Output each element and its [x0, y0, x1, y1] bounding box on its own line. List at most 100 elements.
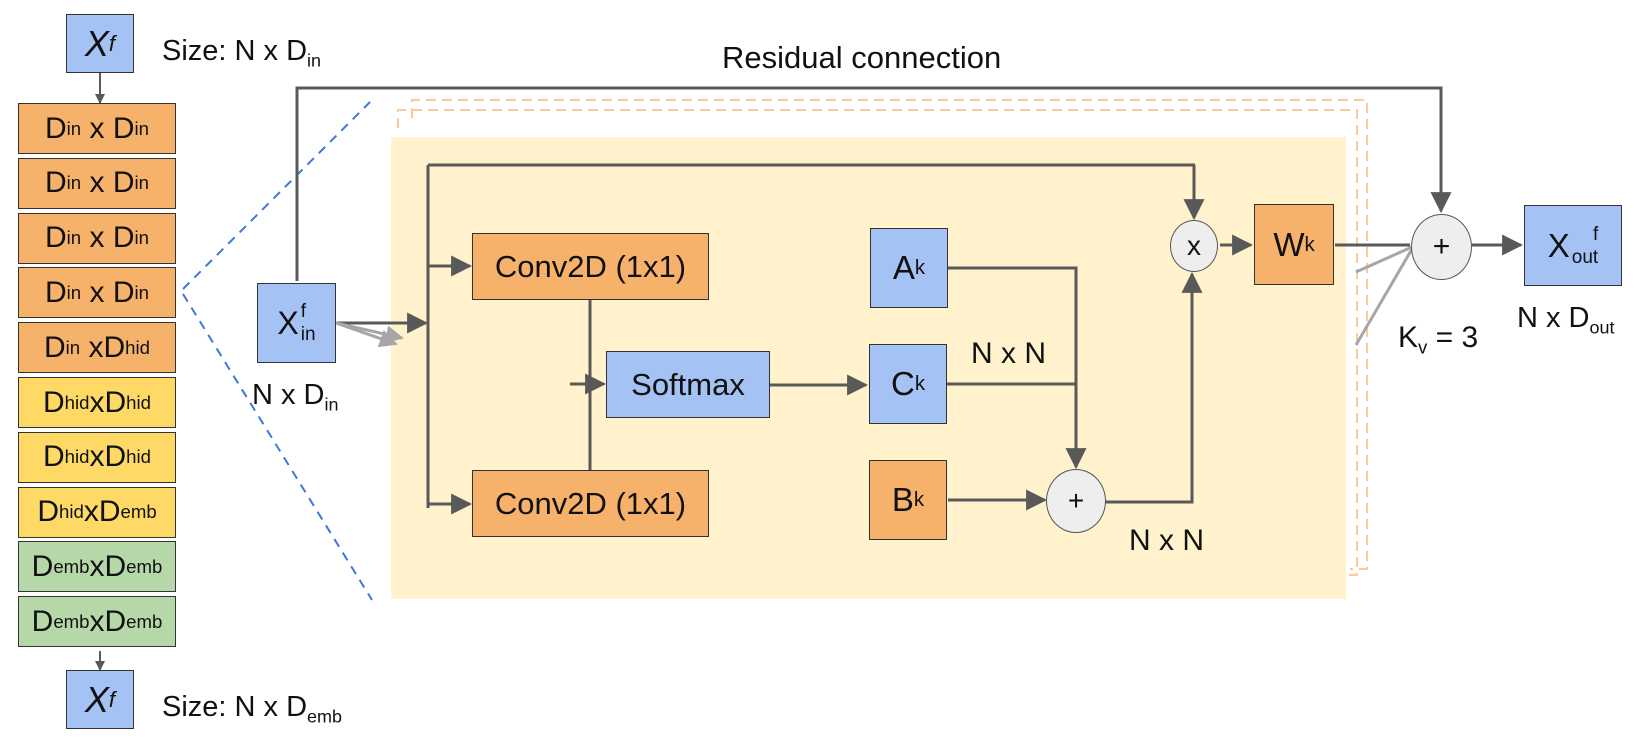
plus-to-multiply-arrow: [1105, 271, 1203, 504]
layer-b-sub: in: [134, 227, 149, 249]
layer-b-sub: in: [134, 172, 149, 194]
stack-input-symbol: X: [84, 22, 109, 64]
conv2d-top-label: Conv2D (1x1): [494, 248, 687, 284]
residual-label: Residual connection: [722, 40, 1002, 75]
layer-a: D: [31, 604, 54, 638]
c-k-sub: k: [914, 372, 926, 395]
layer-b-sub: hid: [125, 336, 150, 358]
b-k-symbol: B: [891, 481, 914, 518]
layer-op: x: [81, 111, 113, 145]
layer-b-sub: hid: [126, 446, 151, 468]
layer-a-sub: emb: [53, 555, 90, 577]
x-out-sup: f: [1592, 223, 1599, 245]
layer-b: D: [98, 495, 121, 529]
layer-b: D: [104, 385, 127, 419]
layer-op: x: [89, 385, 105, 419]
kv-rest: = 3: [1427, 321, 1479, 354]
layer-b-sub: in: [134, 117, 149, 139]
inner-add-node: +: [1046, 469, 1106, 533]
inner-add-symbol: +: [1067, 485, 1085, 516]
stack-output-size-prefix: Size: N x D: [162, 691, 308, 723]
zoom-line-bottom: [182, 293, 373, 601]
layer-op: x: [89, 604, 105, 638]
stack-output-size: Size: N x Demb: [162, 691, 342, 727]
layer-a: D: [45, 275, 67, 309]
zoom-line-top: [182, 101, 371, 290]
x-out-sub: out: [1571, 246, 1599, 268]
x-out-symbol: X: [1547, 226, 1570, 264]
parallel-branch-out-2: [1354, 248, 1414, 346]
kv-label: Kv = 3: [1398, 323, 1478, 357]
layer-a-sub: in: [66, 281, 82, 303]
w-k-symbol: W: [1273, 225, 1305, 263]
x-out-size-prefix: N x D: [1517, 302, 1590, 334]
layer-op: x: [81, 221, 113, 255]
nxn-top-label: N x N: [971, 337, 1046, 370]
layer-a: D: [43, 440, 65, 474]
x-out-node: X f out: [1524, 205, 1622, 286]
stack-output-sup: f: [108, 686, 116, 712]
layer-a-sub: emb: [53, 610, 90, 632]
stack-input-sup: f: [108, 30, 116, 56]
x-in-sup: f: [300, 301, 307, 322]
layer-a-sub: hid: [59, 501, 84, 523]
parallel-branch-out-1: [1355, 245, 1413, 274]
x-in-node: X f in: [257, 283, 336, 363]
layer-b: D: [112, 166, 135, 200]
layer-a-sub: in: [66, 227, 82, 249]
stack-output-symbol: X: [84, 678, 109, 720]
layer-op: x: [89, 549, 105, 583]
softmax-label: Softmax: [631, 366, 745, 402]
nxn-bottom-label: N x N: [1129, 524, 1204, 557]
x-in-sub: in: [300, 324, 316, 345]
layer-a-sub: in: [65, 336, 81, 358]
layer-b: D: [104, 440, 127, 474]
layer-b: D: [112, 221, 135, 255]
x-in-size-prefix: N x D: [252, 379, 325, 411]
layer-b-sub: emb: [126, 610, 163, 632]
layer-a: D: [37, 495, 59, 529]
x-in-size: N x Din: [252, 379, 339, 414]
stack-output-size-sub: emb: [307, 706, 342, 727]
multiply-symbol: x: [1187, 230, 1201, 261]
layer-op: x: [80, 330, 104, 364]
x-in-symbol: X: [277, 304, 299, 341]
layer-a: D: [45, 221, 67, 255]
a-k-sub: k: [914, 256, 926, 279]
b-k-sub: k: [913, 488, 925, 511]
layer-b-sub: hid: [126, 391, 151, 413]
a-k-symbol: A: [892, 249, 915, 286]
layer-a: D: [45, 166, 67, 200]
parallel-branch-in-2: [335, 321, 398, 348]
layer-a: D: [45, 111, 67, 145]
layer-op: x: [89, 440, 105, 474]
layer-a-sub: in: [66, 117, 82, 139]
layer-a-sub: hid: [64, 446, 90, 468]
layer-b: D: [103, 330, 126, 364]
stack-input-size: Size: N x Din: [162, 37, 321, 70]
outer-add-node: +: [1411, 214, 1472, 280]
x-out-size-sub: out: [1589, 317, 1615, 338]
residual-path: [295, 86, 1452, 281]
layer-a-sub: in: [66, 172, 82, 194]
layer-b-sub: in: [134, 281, 149, 303]
layer-op: x: [81, 275, 113, 309]
x-out-size: N x Dout: [1517, 302, 1615, 338]
w-k-sub: k: [1304, 232, 1315, 256]
layer-b: D: [104, 549, 127, 583]
c-k-symbol: C: [890, 365, 915, 402]
stacked-block-outlines: [397, 99, 1368, 576]
kv-sub: v: [1418, 336, 1428, 358]
conv2d-bottom-label: Conv2D (1x1): [494, 485, 687, 521]
